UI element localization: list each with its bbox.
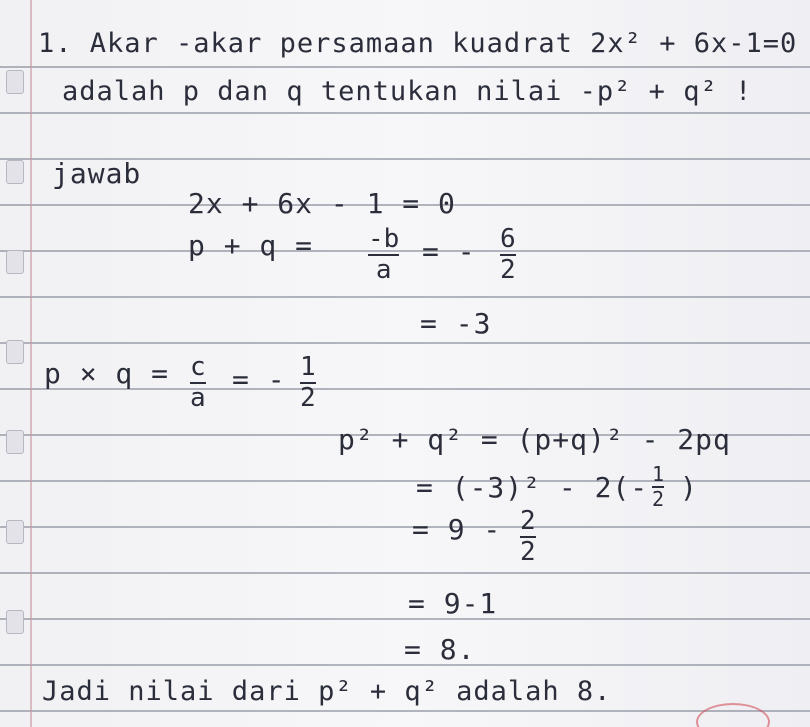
sum-of-squares-simplify: = 9 - [412,513,502,546]
sum-fraction-2-numerator: 6 [500,224,516,254]
sum-fraction-1-denominator: a [375,255,392,286]
binder-hole [6,430,24,454]
sum-of-squares-final: = 8. [404,633,476,666]
product-fraction-2-denominator: 2 [300,383,316,414]
problem-line-2: adalah p dan q tentukan nilai -p² + q² ! [62,76,753,107]
fraction-bar [500,254,516,257]
red-stamp-mark [696,703,770,727]
sum-of-squares-step: = 9-1 [408,587,498,620]
substitution-close-paren: ) [680,471,698,504]
product-fraction-1-numerator: c [190,352,206,382]
sum-fraction-2: 6 2 [500,224,516,286]
margin-line [30,0,32,727]
binder-hole [6,520,24,544]
binder-hole [6,250,24,274]
binder-hole [6,160,24,184]
substitution-fraction-denominator: 2 [652,487,665,511]
sum-of-squares-substitution: = (-3)² - 2(- [416,471,649,504]
sum-roots-result: = -3 [420,307,492,340]
sum-fraction-1: -b a [368,224,400,286]
fraction-bar [652,486,665,488]
conclusion-line: Jadi nilai dari p² + q² adalah 8. [42,676,612,707]
fraction-bar [520,536,536,539]
problem-line-1: 1. Akar -akar persamaan kuadrat 2x² + 6x… [38,28,798,59]
sum-roots-equals: = - [422,235,476,268]
fraction-bar [300,382,316,385]
fraction-bar [368,254,400,257]
sum-fraction-1-numerator: -b [368,224,400,254]
product-fraction-2-numerator: 1 [300,352,316,382]
binder-hole [6,340,24,364]
product-fraction-2: 1 2 [300,352,316,414]
binder-hole [6,610,24,634]
simplify-fraction-numerator: 2 [520,506,536,536]
product-fraction-1-denominator: a [190,383,206,414]
substitution-fraction-numerator: 1 [652,462,665,486]
sum-of-squares-formula: p² + q² = (p+q)² - 2pq [338,423,731,456]
simplify-fraction-denominator: 2 [520,537,536,568]
simplify-fraction: 2 2 [520,506,536,568]
product-fraction-1: c a [190,352,206,414]
sum-roots-lhs: p + q = [188,229,314,262]
binder-hole [6,70,24,94]
product-roots-lhs: p × q = [44,357,170,390]
product-roots-equals: = - [232,363,286,396]
answer-label: jawab [52,157,142,190]
equation-line: 2x + 6x - 1 = 0 [188,187,456,220]
sum-fraction-2-denominator: 2 [500,255,516,286]
substitution-fraction: 1 2 [652,462,665,511]
fraction-bar [190,382,206,385]
